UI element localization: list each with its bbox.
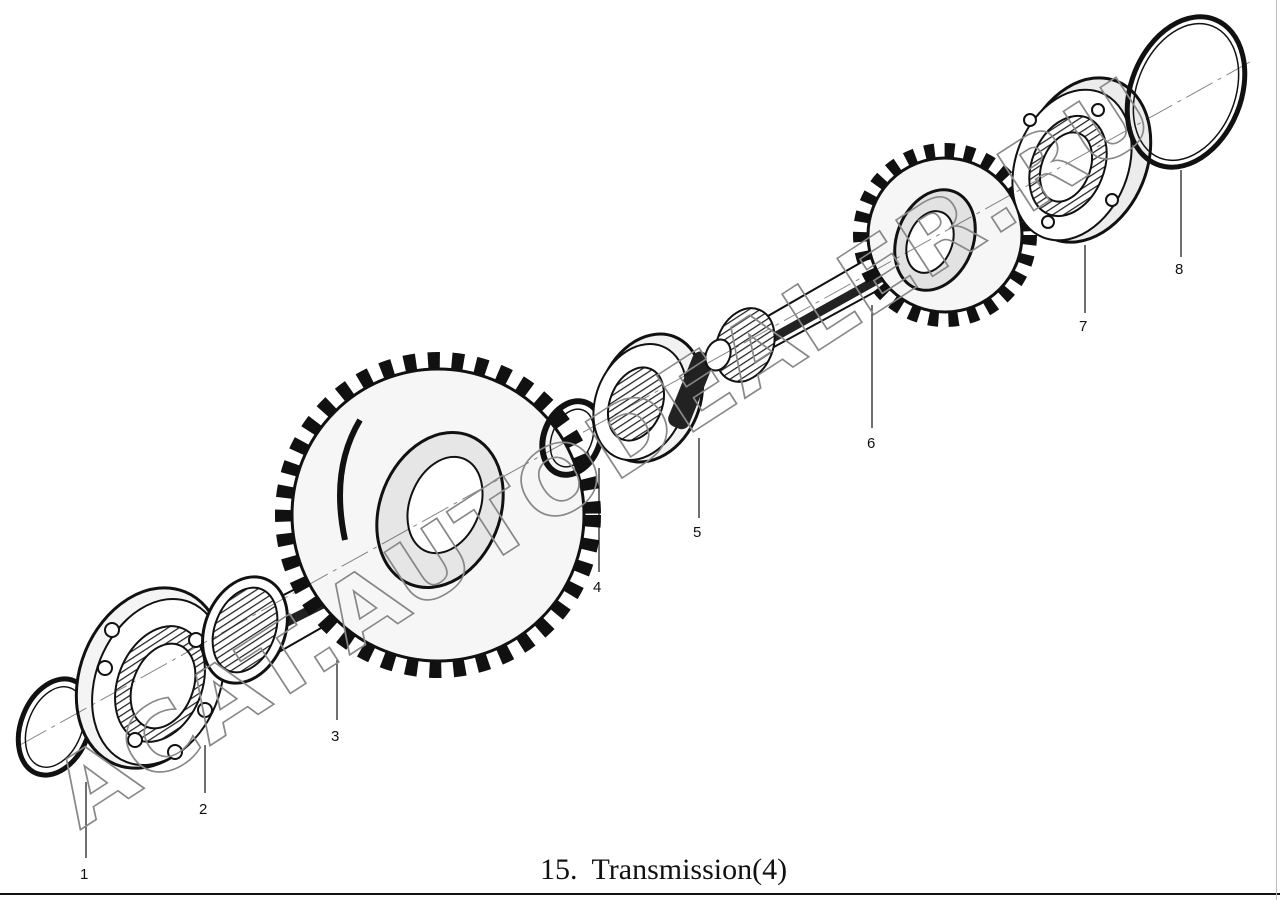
part-4-spacer-ring: [539, 398, 605, 478]
part-6-gear-shaft: [704, 143, 1037, 383]
callout-6: 6: [867, 435, 875, 452]
part-7-ball-bearing: [1011, 76, 1153, 244]
callout-leaders: [85, 170, 1182, 858]
callout-8: 8: [1175, 261, 1183, 278]
part-8-shim-ring: [1124, 14, 1248, 170]
frame-bottom-border: [0, 893, 1280, 895]
part-5-bearing: [592, 332, 714, 464]
callout-7: 7: [1079, 318, 1087, 335]
callout-5: 5: [693, 524, 701, 541]
callout-4: 4: [593, 579, 601, 596]
callout-2: 2: [199, 801, 207, 818]
part-3-gear-shaft: [201, 352, 601, 685]
figure-caption: 15. Transmission(4): [540, 853, 787, 887]
frame-right-border: [1276, 0, 1277, 900]
callout-3: 3: [331, 728, 339, 745]
center-axis-line: [19, 61, 1251, 746]
figure-title: Transmission(4): [591, 853, 788, 886]
callout-1: 1: [80, 866, 88, 883]
part-2-ball-bearing: [74, 586, 226, 770]
figure-number: 15.: [540, 853, 578, 886]
watermark: ACAT.AUTODEALER.RU: [34, 56, 1174, 848]
